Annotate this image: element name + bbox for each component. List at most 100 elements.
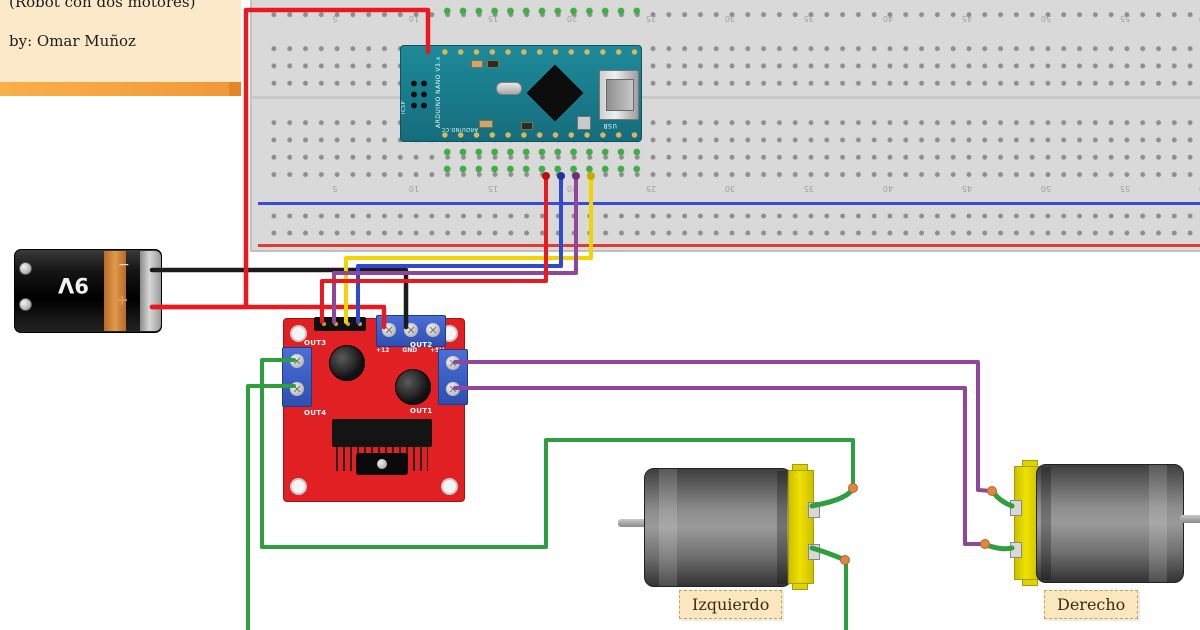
motor-terminal xyxy=(1010,500,1022,516)
breadboard[interactable]: 5 10 15 20 25 30 35 40 45 50 55 60 5 10 15 20 25 30 35 40 4… xyxy=(250,0,1200,252)
chip-heatsink-tab xyxy=(356,453,408,475)
motor-driver-l298n[interactable]: +12 GND +5V OUT3 OUT4 OUT2 OUT1 xyxy=(282,315,468,502)
arduino-pin-row-bottom xyxy=(437,131,643,139)
motor-body xyxy=(1036,464,1184,583)
terminal-screw xyxy=(446,356,460,370)
battery-copper-stripe xyxy=(104,251,126,331)
breadboard-center-groove xyxy=(252,96,1200,99)
column-number: 25 xyxy=(645,184,657,193)
motor-end-ring xyxy=(1041,467,1051,580)
battery-terminal-negative xyxy=(19,262,32,275)
column-number: 55 xyxy=(1119,14,1131,23)
power-rail-holes-1 xyxy=(262,209,1200,223)
atmega-chip xyxy=(526,64,584,122)
lead-tip xyxy=(987,486,997,496)
motor-shaft xyxy=(1180,515,1200,523)
label-gnd: GND xyxy=(402,347,418,354)
lead-tip xyxy=(980,539,990,549)
arduino-pin-row-top xyxy=(437,48,643,56)
motor-right[interactable] xyxy=(1010,458,1200,586)
column-number: 60 xyxy=(1194,14,1200,23)
motor-terminal xyxy=(1010,542,1022,558)
motor-terminal xyxy=(808,544,820,560)
power-terminal-labels: +12 GND +5V xyxy=(376,347,444,354)
terminal-screw xyxy=(382,323,396,337)
column-number: 60 xyxy=(1194,184,1200,193)
battery-terminal-cap xyxy=(140,251,161,331)
usb-label: USB xyxy=(603,122,617,129)
column-number: 10 xyxy=(408,14,420,23)
terminal-screw xyxy=(426,323,440,337)
label-12v: +12 xyxy=(376,347,390,354)
lead-tip xyxy=(840,555,850,565)
column-number: 45 xyxy=(961,184,973,193)
terminal-screw xyxy=(290,382,304,396)
smd-component xyxy=(487,60,499,68)
smd-component xyxy=(471,60,483,68)
battery-9v[interactable]: 9V − + xyxy=(14,249,162,333)
l298-chip xyxy=(332,419,432,447)
connected-holes-mid xyxy=(439,147,645,157)
power-rail-red-line xyxy=(258,244,1200,247)
column-number: 50 xyxy=(1040,184,1052,193)
battery-minus-sign: − xyxy=(118,257,130,273)
out4-label: OUT4 xyxy=(304,409,327,417)
column-number: 15 xyxy=(487,184,499,193)
arduino-brand: ARDUINO.CC xyxy=(441,126,478,132)
column-number: 45 xyxy=(961,14,973,23)
column-number: 40 xyxy=(882,184,894,193)
motor-end-ring xyxy=(777,471,787,584)
icsp-header xyxy=(409,78,429,110)
column-number: 20 xyxy=(566,184,578,193)
motor-end-cap xyxy=(788,470,814,584)
label-5v: +5V xyxy=(430,347,444,354)
note-card[interactable]: (Robot con dos motores) by: Omar Muñoz xyxy=(0,0,241,96)
battery-label: 9V xyxy=(58,273,89,297)
column-number: 30 xyxy=(724,184,736,193)
battery-terminal-positive xyxy=(19,298,32,311)
connected-holes-top xyxy=(439,6,645,16)
capacitor xyxy=(395,369,431,405)
mounting-hole xyxy=(290,478,307,495)
note-title: (Robot con dos motores) xyxy=(9,0,196,11)
motor-left[interactable] xyxy=(618,462,820,590)
note-strip-tab xyxy=(229,82,241,96)
motor-seam xyxy=(1149,465,1167,582)
smd-component xyxy=(479,120,493,128)
column-number: 40 xyxy=(882,14,894,23)
arduino-title: ARDUINO NANO V3.x xyxy=(435,56,442,128)
power-rail-blue-line xyxy=(258,202,1200,205)
column-number: 30 xyxy=(724,14,736,23)
crystal-oscillator xyxy=(496,82,522,95)
mounting-hole xyxy=(441,478,458,495)
label-derecho[interactable]: Derecho xyxy=(1044,590,1139,619)
control-pin-header xyxy=(314,317,366,331)
terminal-screw xyxy=(404,323,418,337)
note-author: by: Omar Muñoz xyxy=(9,32,136,50)
icsp-label: ICSP xyxy=(401,100,407,114)
label-izquierdo[interactable]: Izquierdo xyxy=(679,590,783,619)
reset-button[interactable] xyxy=(577,116,591,130)
column-number: 50 xyxy=(1040,14,1052,23)
battery-plus-sign: + xyxy=(116,291,129,309)
left-terminal-block[interactable] xyxy=(282,347,312,407)
note-title-strip xyxy=(0,82,229,96)
power-rail-holes-2 xyxy=(262,226,1200,240)
motor-body xyxy=(644,468,792,587)
column-numbers-bottom: 5 10 15 20 25 30 35 40 45 50 55 60 xyxy=(252,184,1200,196)
out1-label: OUT1 xyxy=(410,407,433,415)
column-number: 55 xyxy=(1119,184,1131,193)
capacitor xyxy=(329,345,365,381)
terminal-screw xyxy=(290,354,304,368)
motor-terminal xyxy=(808,502,820,518)
out2-label: OUT2 xyxy=(410,341,433,349)
arduino-nano[interactable]: ICSP ARDUINO NANO V3.x ARDUINO.CC USB xyxy=(400,45,643,142)
column-number: 35 xyxy=(803,184,815,193)
column-number: 5 xyxy=(332,184,338,193)
column-number: 10 xyxy=(408,184,420,193)
mini-usb-connector xyxy=(599,70,639,120)
column-numbers-top: 51015202530354045505560 xyxy=(252,14,1200,26)
motor-seam xyxy=(659,469,677,586)
right-terminal-block[interactable] xyxy=(438,349,468,405)
